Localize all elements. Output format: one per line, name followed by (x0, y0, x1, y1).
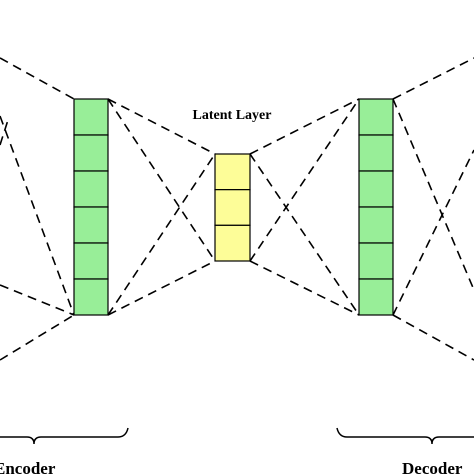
encoder-layer (73, 98, 109, 316)
latent-cell (214, 153, 251, 191)
latent-layer-label: Latent Layer (193, 108, 272, 123)
connection-line (249, 98, 360, 155)
encoder-cell (73, 134, 109, 172)
latent-cell (214, 224, 251, 262)
decoder-cell (358, 278, 394, 316)
layer-braces (0, 427, 474, 445)
connection-lines (0, 57, 474, 361)
decoder-label: Decoder (402, 459, 463, 474)
encoder-label: Encoder (0, 459, 56, 474)
connection-line (0, 314, 75, 361)
decoder-cell (358, 98, 394, 136)
connection-line (392, 98, 474, 291)
encoder-cell (73, 98, 109, 136)
connection-line (249, 260, 360, 316)
encoder-cell (73, 170, 109, 208)
encoder-cell (73, 242, 109, 280)
connection-line (392, 57, 474, 100)
connection-line (107, 153, 216, 316)
connection-line (0, 57, 75, 100)
connection-line (249, 153, 360, 316)
connection-line (0, 119, 9, 146)
decoder-brace (336, 427, 474, 445)
decoder-cell (358, 134, 394, 172)
latent-cell (214, 189, 251, 226)
encoder-cell (73, 278, 109, 316)
connection-line (249, 98, 360, 262)
connection-line (107, 260, 216, 316)
latent-layer (214, 153, 251, 262)
connection-line (0, 115, 75, 316)
connection-line (107, 98, 216, 262)
connection-line (107, 98, 216, 155)
decoder-cell (358, 206, 394, 244)
encoder-brace (0, 427, 129, 445)
connection-line (0, 284, 75, 316)
decoder-cell (358, 242, 394, 280)
connection-line (392, 149, 474, 316)
decoder-cell (358, 170, 394, 208)
encoder-cell (73, 206, 109, 244)
decoder-layer (358, 98, 394, 316)
connection-line (392, 314, 474, 361)
